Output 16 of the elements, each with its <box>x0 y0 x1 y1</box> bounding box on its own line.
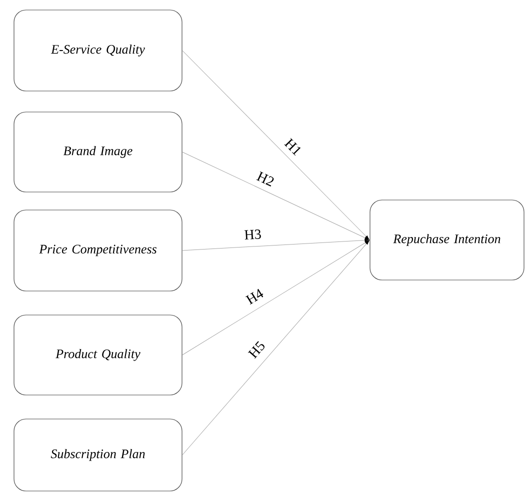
edge-label: H5 <box>246 338 268 361</box>
arrow <box>182 238 369 251</box>
edge-label: H4 <box>244 286 266 306</box>
concept-box: E-Service Quality <box>14 10 182 92</box>
arrow <box>182 50 370 240</box>
arrow <box>182 240 370 456</box>
edge-label: H2 <box>254 170 277 188</box>
edge-label: H1 <box>282 136 304 158</box>
concept-box: Brand Image <box>14 112 182 192</box>
concept-box: Repuchase Intention <box>370 200 524 280</box>
arrow <box>182 240 369 356</box>
edge-label: H3 <box>242 228 263 241</box>
concept-box: Price Competitiveness <box>14 210 182 292</box>
concept-box: Product Quality <box>14 314 182 396</box>
concept-box: Subscription Plan <box>14 418 182 492</box>
arrow <box>182 152 369 240</box>
